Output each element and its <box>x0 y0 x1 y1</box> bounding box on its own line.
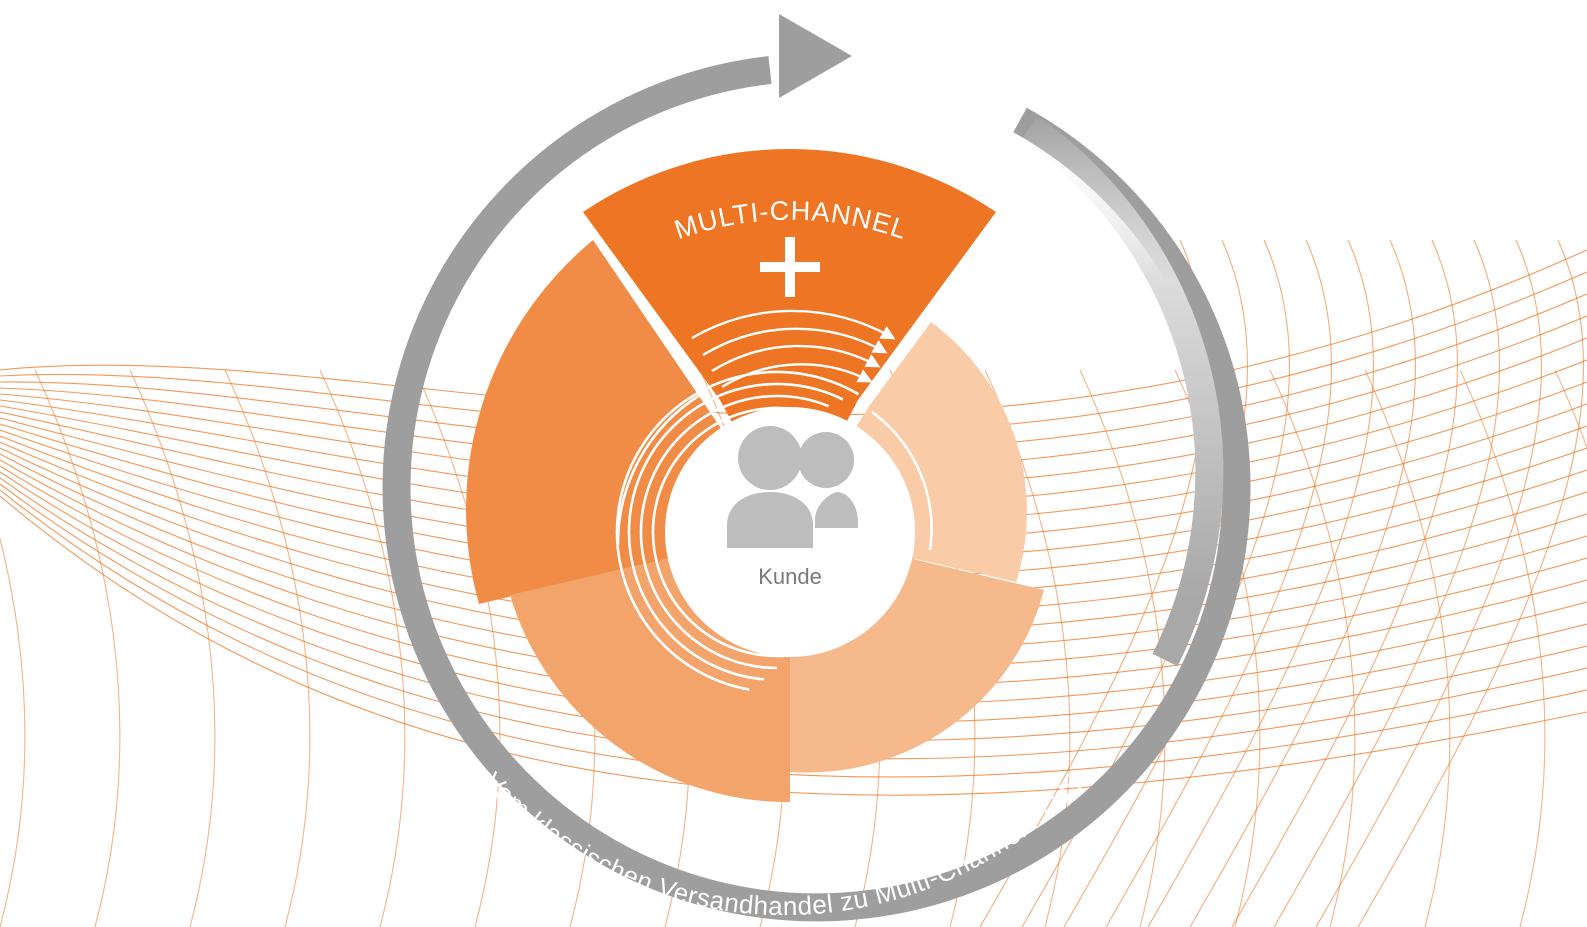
mesh-cross-line <box>1554 369 1587 450</box>
mesh-cross-line <box>1273 239 1501 927</box>
mesh-cross-line <box>1459 369 1546 927</box>
mesh-cross-line <box>129 369 216 927</box>
arrow-head <box>779 14 852 98</box>
mesh-cross-line <box>1269 369 1356 927</box>
mesh-cross-line <box>34 369 121 927</box>
mesh-cross-line <box>1063 239 1291 927</box>
mesh-cross-line <box>1315 239 1543 927</box>
mesh-cross-line <box>1147 239 1375 927</box>
plus-icon <box>760 237 820 297</box>
mesh-cross-line <box>1105 239 1333 927</box>
mesh-cross-line <box>1231 239 1459 927</box>
arrow-ring-fade <box>1021 116 1224 667</box>
mesh-cross-line <box>1364 369 1451 927</box>
mesh-line <box>0 495 1587 796</box>
mesh-cross-line <box>1079 369 1166 927</box>
mesh-cross-line <box>1189 239 1417 927</box>
mesh-cross-line <box>414 369 501 927</box>
circular-arrow-icon <box>382 14 1251 922</box>
mesh-cross-line <box>319 369 406 927</box>
mesh-cross-line <box>1357 239 1585 927</box>
mesh-cross-line <box>224 369 311 927</box>
center-label: Kunde <box>758 564 822 589</box>
arrow-ring-gray <box>382 56 1251 922</box>
mesh-cross-line <box>0 536 26 927</box>
users-group-icon <box>727 426 858 548</box>
segment-top-multichannel <box>583 149 996 530</box>
